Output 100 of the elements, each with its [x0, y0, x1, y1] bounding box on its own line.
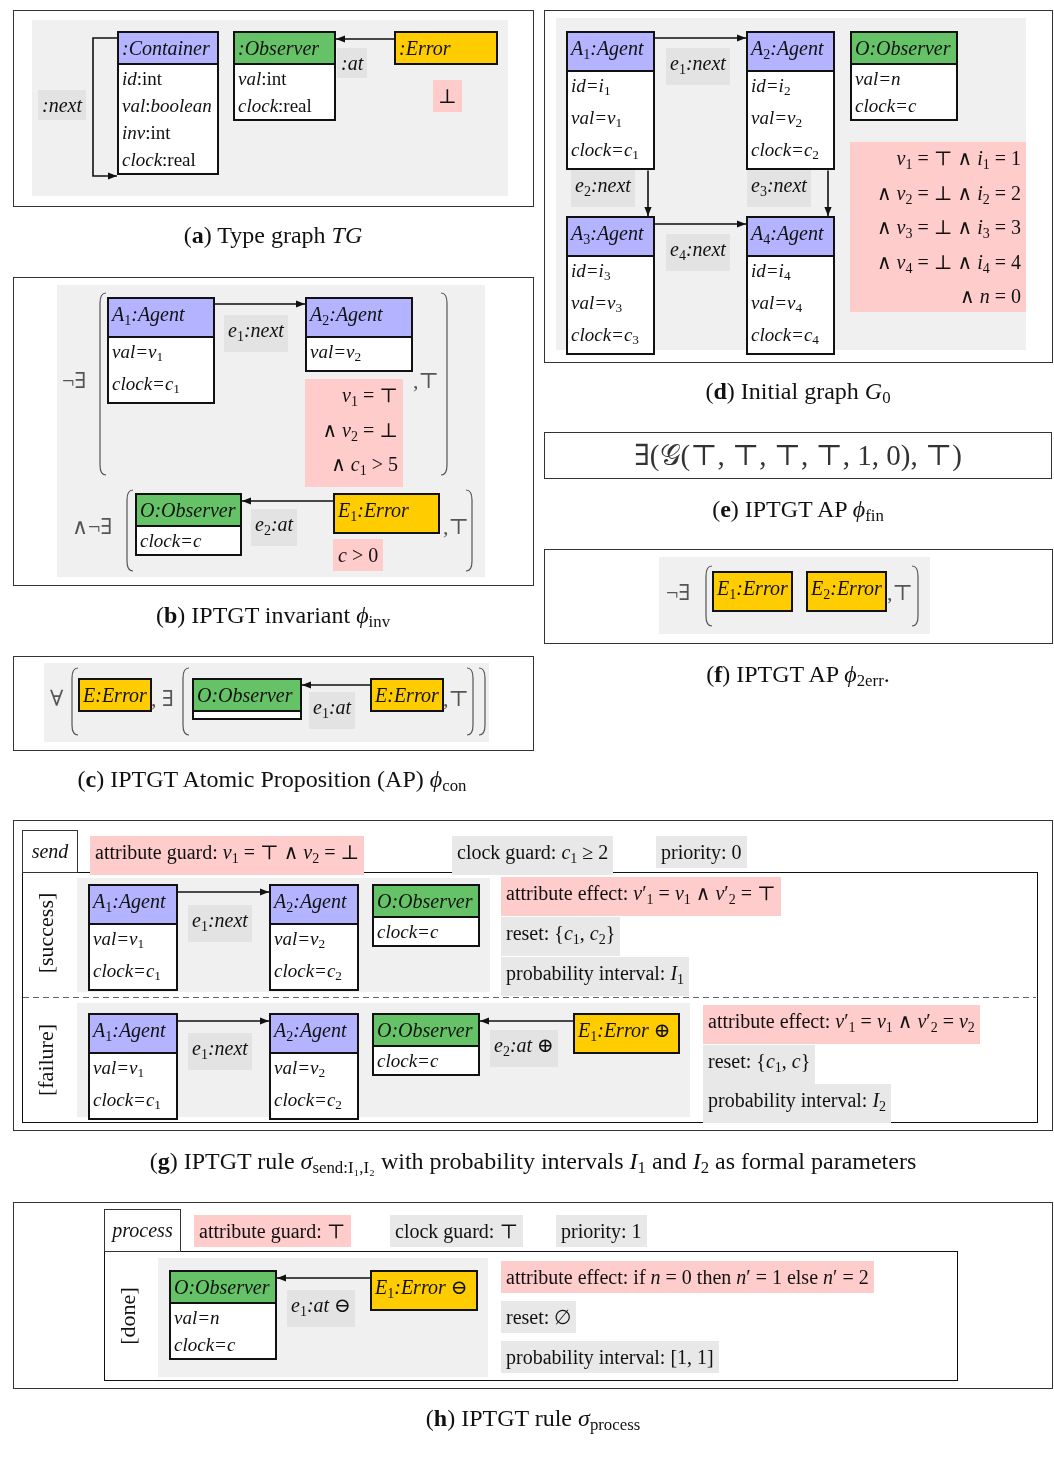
attribute: id=i$_{1}$ [570, 73, 612, 100]
condition-tag: attribute guard: v$_{1}$ = ⊤ ∧ v$_{2}$ = ⊥ [90, 836, 365, 875]
attribute: clock=c$_{1}$ [92, 958, 162, 986]
class-box [233, 31, 336, 121]
object-name: A$_{1}$:Agent [90, 1015, 176, 1054]
info-tag: clock guard: c$_{1}$ ≥ 2 [452, 836, 614, 875]
condition: ∧ n = 0 [959, 284, 1021, 309]
attribute: clock:real [121, 148, 197, 172]
rule-name-tab: process [104, 1209, 181, 1252]
edge-label: e$_{1}$:next [666, 48, 730, 85]
quantifier: ,⊤ [413, 368, 440, 394]
caption: (b) IPTGT invariant ϕ$_{inv}$ [155, 602, 391, 633]
object-name: A$_{1}$:Agent [109, 299, 213, 338]
attribute: id=i$_{3}$ [570, 258, 612, 285]
attribute: clock=c$_{2}$ [750, 138, 820, 165]
object-name: A$_{3}$:Agent [568, 218, 653, 257]
case-label: [success] [33, 892, 59, 974]
object-box [746, 216, 835, 356]
attribute: clock:real [237, 94, 313, 118]
condition-tag: ⊥ [433, 80, 462, 112]
edge-label: e$_{2}$:at [251, 509, 298, 546]
arrow [177, 888, 270, 896]
caption: (g) IPTGT rule σ$_{send:I₁,I₂}$ with probability intervals I$_{1}$ and I$_{2}$ as formal parameters [149, 1148, 917, 1179]
caption: (d) Initial graph G$_{0}$ [705, 378, 891, 409]
object-name: O:Observer [374, 1015, 478, 1047]
arrow [824, 169, 832, 217]
object-name: E:Error [372, 680, 442, 710]
attribute: val:int [237, 67, 288, 91]
condition: v$_{1}$ = ⊤ ∧ i$_{1}$ = 1 [895, 146, 1021, 174]
info-tag: clock guard: ⊤ [390, 1215, 524, 1247]
object-box [269, 1013, 359, 1121]
attribute: clock=c$_{4}$ [750, 323, 820, 350]
object-box [135, 493, 242, 556]
attribute: clock=c$_{1}$ [570, 138, 640, 165]
attribute: id=i$_{4}$ [750, 258, 792, 285]
condition-tag: attribute effect: v′$_{1}$ = v$_{1}$ ∧ v′$_{2}$ = v$_{2}$ [703, 1005, 980, 1044]
object-name: E$_{1}$:Error [335, 495, 438, 532]
object-name: A$_{2}$:Agent [271, 886, 357, 925]
object-name: E$_{1}$:Error ⊕ [575, 1015, 678, 1052]
edge-label: e$_{4}$:next [666, 234, 730, 271]
attribute: val=v$_{1}$ [92, 1055, 146, 1082]
condition-box [305, 379, 403, 487]
quantifier: ,⊤ [887, 580, 914, 606]
caption: (f) IPTGT AP ϕ$_{2err}$. [706, 661, 890, 692]
condition: ∧ v$_{4}$ = ⊥ ∧ i$_{4}$ = 4 [875, 249, 1021, 277]
arrow [335, 35, 395, 43]
attribute: clock=c [376, 1049, 440, 1073]
loop-arrow [92, 37, 118, 180]
quantifier: , ∃ [151, 686, 174, 712]
object-name: A$_{1}$:Agent [568, 33, 653, 72]
case-label: [done] [115, 1287, 141, 1345]
object-name: A$_{2}$:Agent [271, 1015, 357, 1054]
attribute: clock=c$_{1}$ [92, 1087, 162, 1115]
formula-box [544, 432, 1052, 479]
object-box [192, 678, 302, 720]
object-box [372, 884, 480, 947]
info-tag: priority: 1 [556, 1215, 647, 1247]
edge-label: e$_{1}$:at [309, 692, 356, 729]
attribute: val=v$_{2}$ [273, 1055, 327, 1082]
attribute: val=v$_{1}$ [92, 926, 146, 953]
arrow [241, 497, 334, 505]
attribute: clock=c [376, 920, 440, 944]
condition: v$_{1}$ = ⊤ [341, 383, 398, 411]
case-label: [failure] [33, 1023, 59, 1097]
attribute: val=v$_{2}$ [750, 105, 804, 133]
info-tag: reset: {c$_{1}$, c} [703, 1045, 816, 1084]
condition-tag: attribute guard: ⊤ [194, 1215, 351, 1247]
attribute: clock=c$_{1}$ [111, 371, 181, 399]
quantifier: ∀ [50, 686, 64, 712]
arrow [214, 300, 306, 308]
object-name: E$_{1}$:Error ⊖ [372, 1272, 476, 1309]
edge-label: e$_{1}$:next [188, 1033, 252, 1070]
attribute: val=n [173, 1306, 221, 1330]
class-name: :Error [396, 33, 496, 63]
quantifier: ,⊤ [443, 686, 470, 712]
edge-label: e$_{2}$:at ⊕ [490, 1030, 558, 1067]
attribute: clock=c$_{2}$ [273, 958, 343, 986]
attribute: val=v$_{4}$ [750, 290, 804, 318]
condition: ∧ c$_{1}$ > 5 [330, 452, 398, 480]
object-name: E:Error [80, 680, 150, 710]
attribute: id=i$_{2}$ [750, 73, 792, 100]
attribute: id:int [121, 67, 164, 91]
object-box [850, 31, 958, 121]
object-name: O:Observer [171, 1272, 275, 1304]
object-name: A$_{1}$:Agent [90, 886, 176, 925]
attribute: val=v$_{2}$ [273, 926, 327, 953]
edge-label: e$_{1}$:next [188, 905, 252, 942]
caption: (e) IPTGT AP ϕ$_{fin}$ [712, 496, 884, 527]
quantifier: ¬∃ [666, 580, 691, 606]
class-name: :Container [119, 33, 217, 65]
attribute: val=v$_{1}$ [111, 339, 165, 366]
rule-name-tab: send [22, 830, 78, 873]
object-box [269, 884, 359, 992]
attribute: clock=c [139, 529, 203, 553]
edge-label: e$_{2}$:next [571, 170, 635, 207]
quantifier: ,⊤ [443, 514, 470, 540]
arrow [301, 681, 371, 689]
object-name: O:Observer [194, 680, 300, 712]
arrow [654, 220, 747, 228]
object-box [372, 1013, 480, 1076]
